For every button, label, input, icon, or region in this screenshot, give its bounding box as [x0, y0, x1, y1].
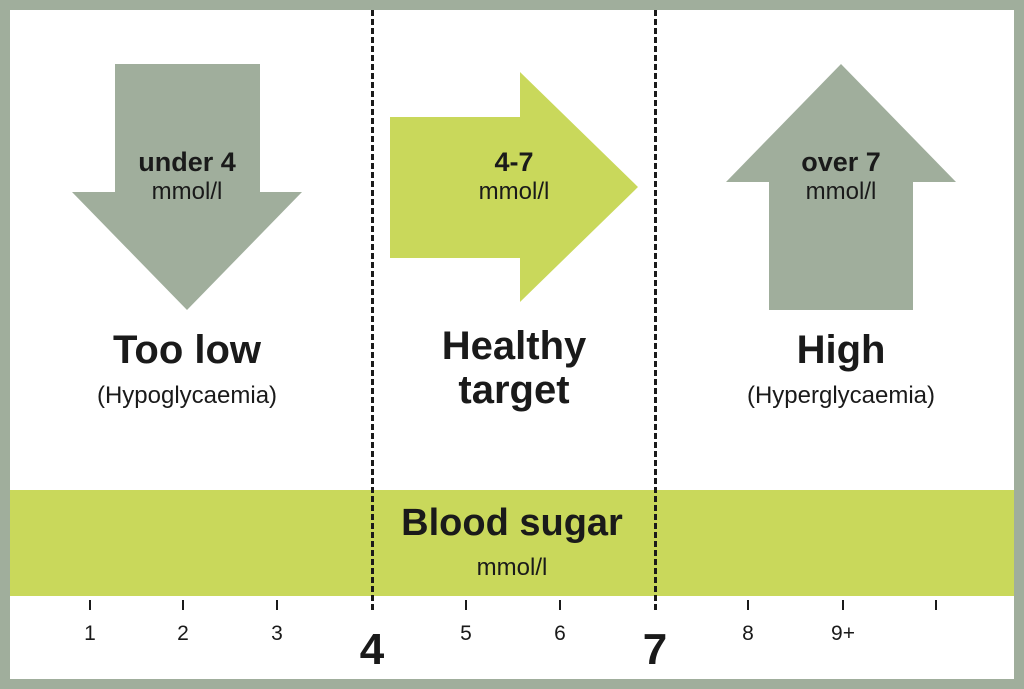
scale-tick — [842, 600, 844, 610]
high-range: over 7 — [801, 147, 881, 177]
scale-tick — [935, 600, 937, 610]
right-arrow-icon — [390, 72, 638, 302]
target-title: Healthy target — [390, 324, 638, 412]
high-unit: mmol/l — [805, 178, 877, 206]
scale-tick — [276, 600, 278, 610]
target-range: 4-7 — [494, 147, 534, 177]
scale-label-9-plus: 9+ — [831, 622, 855, 645]
scale-label-5: 5 — [460, 622, 472, 645]
scale-label-6: 6 — [554, 622, 566, 645]
scale-tick — [89, 600, 91, 610]
up-arrow-icon — [726, 64, 956, 310]
scale-label-7: 7 — [642, 625, 668, 674]
target-title-line1: Healthy — [441, 324, 587, 368]
scale-tick — [559, 600, 561, 610]
scale-label-4: 4 — [359, 625, 385, 674]
blood-sugar-band: Blood sugar mmol/l — [10, 490, 1014, 596]
high-range-text: over 7 mmol/l — [726, 146, 956, 207]
band-unit: mmol/l — [476, 554, 548, 581]
band-title: Blood sugar — [401, 502, 623, 544]
scale-tick — [747, 600, 749, 610]
low-range-text: under 4 mmol/l — [72, 146, 302, 207]
low-unit: mmol/l — [151, 178, 223, 206]
scale-label-8: 8 — [742, 622, 754, 645]
high-subtitle: (Hyperglycaemia) — [746, 382, 936, 409]
low-range: under 4 — [138, 147, 236, 177]
target-range-text: 4-7 mmol/l — [390, 146, 638, 207]
low-subtitle: (Hypoglycaemia) — [96, 382, 278, 409]
target-title-line2: target — [458, 368, 570, 412]
divider-at-4 — [371, 10, 374, 610]
scale-label-1: 1 — [84, 622, 96, 645]
divider-at-7 — [654, 10, 657, 610]
scale-label-2: 2 — [177, 622, 189, 645]
target-unit: mmol/l — [478, 178, 550, 206]
scale-tick — [182, 600, 184, 610]
scale-tick — [465, 600, 467, 610]
scale-label-3: 3 — [271, 622, 283, 645]
down-arrow-icon — [72, 64, 302, 310]
low-title: Too low — [112, 328, 262, 372]
high-title: High — [796, 328, 886, 372]
